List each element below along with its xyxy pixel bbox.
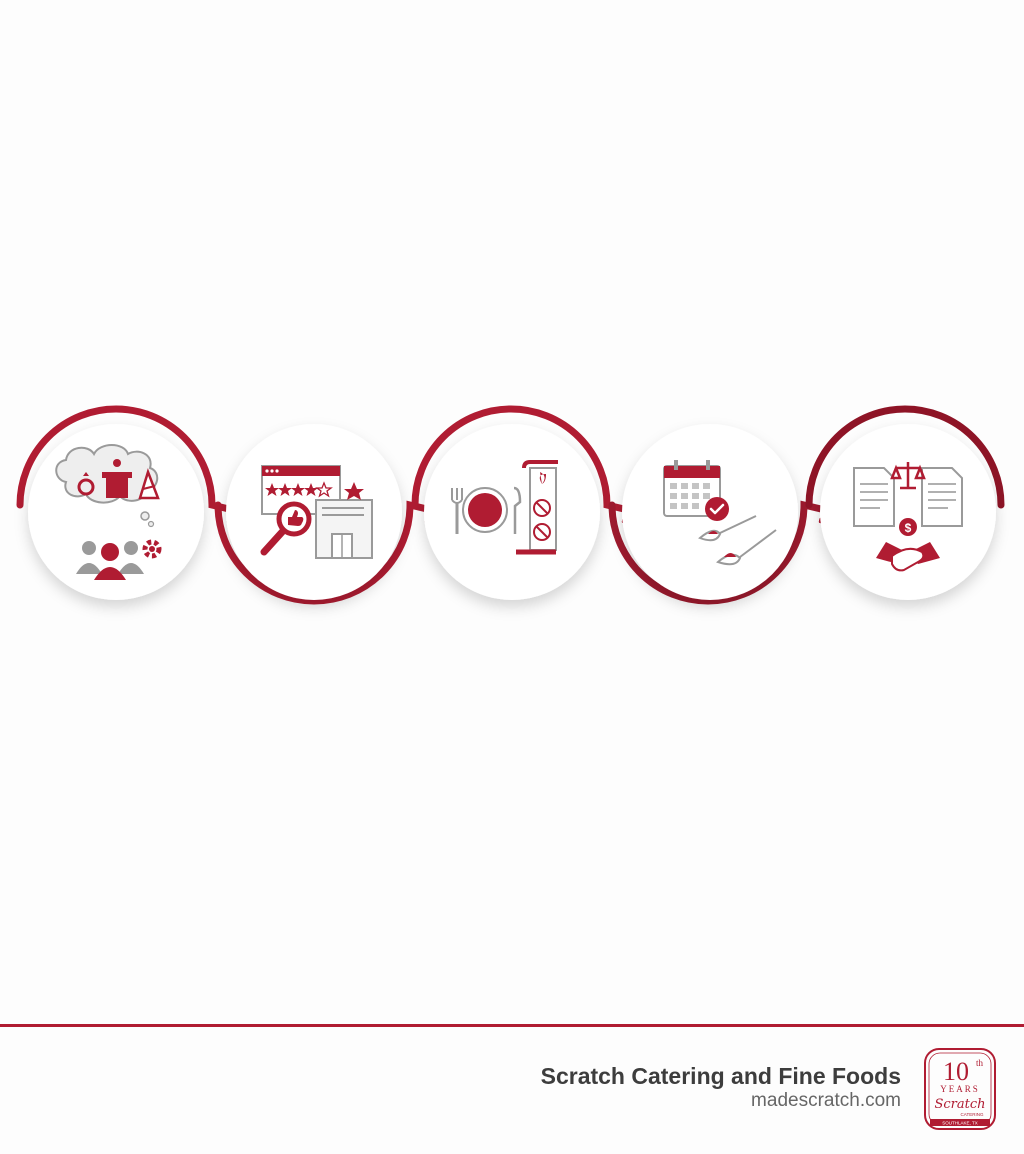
badge-brand: Scratch — [934, 1097, 985, 1112]
step-4 — [622, 424, 798, 600]
badge-suffix: th — [976, 1058, 984, 1068]
badge-location: SOUTHLAKE, TX — [942, 1121, 977, 1126]
badge-sub: CATERING — [961, 1112, 984, 1117]
flow-path — [16, 405, 1005, 605]
badge-number: 10 — [943, 1057, 969, 1086]
website-link[interactable]: madescratch.com — [751, 1090, 901, 1111]
contract-handshake-icon: $ — [853, 462, 963, 572]
calendar-tasting-icon — [663, 460, 777, 566]
anniversary-badge-logo: 10 th YEARS Scratch CATERING SOUTHLAKE, … — [924, 1048, 996, 1130]
menu-dietary-icon — [451, 460, 558, 555]
footer-divider — [0, 1024, 1024, 1027]
reviews-search-icon — [260, 465, 373, 559]
svg-text:$: $ — [905, 521, 912, 535]
step-3 — [424, 424, 600, 600]
event-types-icon — [55, 444, 162, 580]
step-2 — [226, 424, 402, 600]
step-1 — [28, 424, 204, 600]
company-name: Scratch Catering and Fine Foods — [540, 1063, 901, 1089]
step-5: $ — [820, 424, 996, 600]
step-3-circle — [424, 424, 600, 600]
badge-years: YEARS — [940, 1084, 980, 1094]
step-5-circle — [820, 424, 996, 600]
